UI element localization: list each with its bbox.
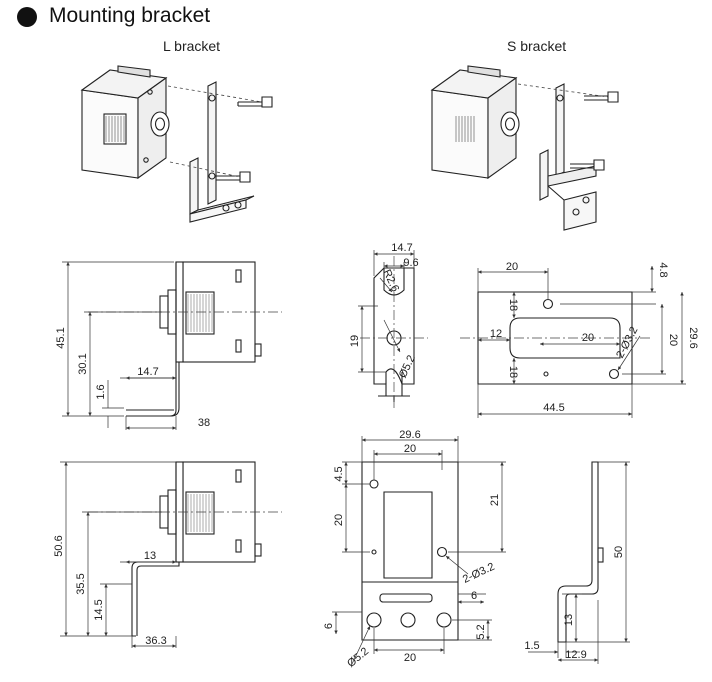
dim-l-side-width: 38 [198, 417, 210, 429]
section-title: Mounting bracket [49, 4, 211, 27]
dim-s-side-width: 36.3 [145, 635, 166, 647]
dim-s-plate-bot-w: 20 [404, 652, 416, 664]
dim-l-plate-top-w: 20 [506, 261, 518, 273]
dim-s-plate-holes: 2-Ø3.2 [461, 561, 497, 586]
dim-l-plate-top-h: 4.8 [657, 262, 669, 277]
l-bracket-label: L bracket [163, 38, 221, 54]
s-bracket-label: S bracket [507, 38, 567, 54]
dim-s-plate-top-off: 4.5 [333, 466, 345, 481]
dim-l-side-height-axis: 30.1 [77, 353, 89, 374]
s-bracket-side-view: 50.6 35.5 13 14.5 36.3 [53, 461, 282, 648]
dim-s-plate-right-h: 21 [489, 494, 501, 506]
dim-l-front-hole: Ø5.2 [397, 353, 418, 380]
l-bracket-side-view: 45.1 30.1 14.7 1.6 38 [55, 261, 282, 430]
dim-s-side-height-total: 50.6 [53, 535, 65, 556]
dim-s-profile-thick: 1.5 [524, 640, 539, 652]
dim-s-side-step: 13 [144, 550, 156, 562]
dim-l-plate-width: 44.5 [543, 402, 564, 414]
dim-l-front-slot-w: 9.6 [403, 257, 418, 269]
s-bracket-side-profile: 50 13 1.5 12.9 [524, 461, 630, 664]
dim-s-plate-bot-h: 5.2 [475, 624, 487, 639]
dim-s-plate-bot-off: 6 [323, 623, 335, 629]
dim-l-plate-mid-w: 20 [582, 332, 594, 344]
dim-s-profile-depth: 12.9 [565, 649, 586, 661]
dim-s-profile-height: 50 [613, 546, 625, 558]
dim-s-plate-width: 29.6 [399, 429, 420, 441]
dim-s-side-foot-h: 14.5 [93, 599, 105, 620]
dim-s-profile-step: 13 [563, 614, 575, 626]
dim-l-front-pitch: 19 [349, 335, 361, 347]
dim-s-plate-top-w: 20 [404, 443, 416, 455]
s-bracket-plate-view: 29.6 20 4.5 20 21 2-Ø3.2 6 6 5.2 20 Ø5.2 [323, 429, 506, 670]
dim-l-side-height-total: 45.1 [55, 327, 67, 348]
dim-l-plate-holes: 2-Ø3.2 [614, 325, 640, 360]
dim-l-plate-left-in: 12 [490, 328, 502, 340]
dim-l-front-width: 14.7 [391, 242, 412, 254]
dim-l-side-foot: 14.7 [137, 366, 158, 378]
l-bracket-plate-view: 20 4.8 18 12 20 29.6 20 18 2-Ø3.2 44.5 [460, 261, 699, 418]
dim-l-plate-height: 29.6 [687, 327, 699, 348]
dim-l-plate-slot-h: 18 [507, 299, 519, 311]
dim-l-plate-bottom-h: 18 [507, 366, 519, 378]
dim-s-plate-left-h: 20 [333, 514, 345, 526]
dim-l-plate-inner-h: 20 [667, 334, 679, 346]
section-header: Mounting bracket [0, 0, 712, 36]
dim-l-side-thick: 1.6 [95, 384, 107, 399]
dim-s-plate-bot-hole: Ø5.2 [345, 645, 371, 670]
s-bracket-iso-illustration [430, 65, 619, 231]
dim-s-side-height-axis: 35.5 [75, 573, 87, 594]
l-bracket-iso-illustration [80, 65, 273, 223]
dim-s-plate-slot-h: 6 [471, 590, 477, 602]
bullet-dot-icon [17, 7, 37, 27]
l-bracket-front-view: 14.7 9.6 R2.6 19 Ø5.2 [349, 242, 428, 408]
